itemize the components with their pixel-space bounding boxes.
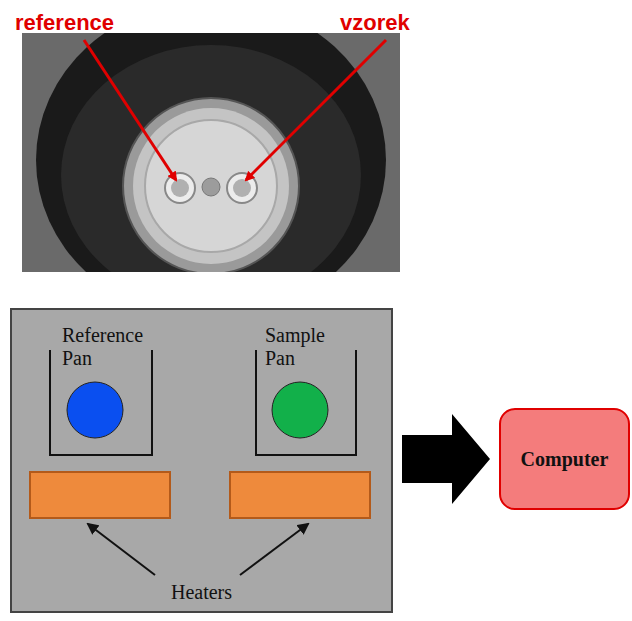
block-arrow [402,414,490,504]
sample-ball [272,382,328,438]
heater [230,472,370,518]
sample-ball [67,382,123,438]
pan-label: Reference Pan [62,322,162,370]
pan-label: Sample Pan [265,322,355,370]
heater [30,472,170,518]
leader-arrow [88,524,155,575]
leader-arrow [240,524,308,575]
computer-label: Computer [521,448,609,471]
part-label: reference [15,10,114,36]
pan-node: Reference Pan [40,322,162,457]
pan-node: Sample Pan [246,322,366,457]
part-label: vzorek [340,10,410,36]
instrument-housing: Heaters Reference Pan Sample Pan [10,308,393,613]
computer-box: Computer [499,408,630,510]
heater-label: Heaters [12,581,391,604]
